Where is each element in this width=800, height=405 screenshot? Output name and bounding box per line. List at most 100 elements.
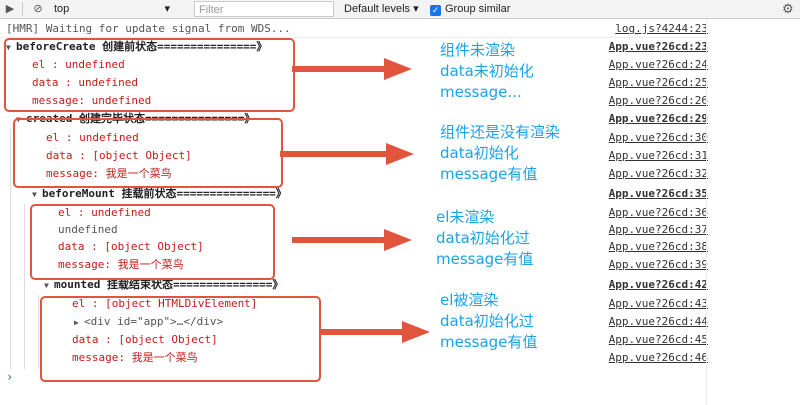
note-line: data初始化过 — [440, 312, 534, 330]
note-mounted: el被渲染 data初始化过 message有值 — [440, 290, 537, 353]
log-text: el : undefined — [58, 206, 151, 219]
sidebar-toggle-icon[interactable]: ▶ — [5, 3, 15, 15]
group-header-mounted[interactable]: ▼mounted 挂载结束状态===============》 App.vue?… — [0, 277, 708, 293]
log-line: message: undefined App.vue?26cd:26 — [0, 93, 708, 109]
note-created: 组件还是没有渲染 data初始化 message有值 — [440, 122, 560, 185]
source-link[interactable]: App.vue?26cd:30 — [608, 131, 708, 144]
log-line: message: 我是一个菜鸟 App.vue?26cd:46 — [0, 350, 708, 366]
log-line: data : [object Object] App.vue?26cd:31 — [0, 148, 708, 164]
log-text: el : undefined — [46, 131, 139, 144]
note-line: 组件还是没有渲染 — [440, 123, 561, 141]
log-text: message: 我是一个菜鸟 — [72, 351, 198, 364]
source-link[interactable]: App.vue?26cd:45 — [608, 333, 708, 346]
log-line: el : [object HTMLDivElement] App.vue?26c… — [0, 296, 708, 312]
source-link[interactable]: App.vue?26cd:46 — [608, 351, 708, 364]
note-line: el未渲染 — [436, 208, 495, 226]
source-link[interactable]: App.vue?26cd:31 — [608, 149, 708, 162]
log-line: ▶ <div id="app">…</div> App.vue?26cd:44 — [0, 314, 708, 330]
log-text: data : [object Object] — [58, 240, 204, 253]
log-line: message: 我是一个菜鸟 App.vue?26cd:39 — [0, 257, 708, 273]
arrow-icon — [320, 321, 430, 343]
expand-triangle-icon[interactable]: ▶ — [74, 318, 79, 327]
log-line: message: 我是一个菜鸟 App.vue?26cd:32 — [0, 166, 708, 182]
source-link[interactable]: App.vue?26cd:29 — [608, 112, 708, 125]
log-text: [HMR] Waiting for update signal from WDS… — [6, 22, 291, 35]
toolbar-divider — [22, 2, 23, 16]
annotation-box-before-mount — [30, 204, 275, 280]
scrollbar-track — [706, 19, 707, 405]
source-link[interactable]: log.js?4244:23 — [615, 22, 708, 35]
filter-input[interactable]: Filter — [194, 1, 334, 17]
source-link[interactable]: App.vue?26cd:26 — [608, 94, 708, 107]
group-guide — [38, 295, 39, 369]
group-similar-checkbox[interactable]: ✓ Group similar — [430, 0, 510, 18]
source-link[interactable]: App.vue?26cd:35 — [608, 187, 708, 200]
log-line: el : undefined App.vue?26cd:30 — [0, 130, 708, 146]
note-line: 组件未渲染 — [440, 41, 516, 59]
expand-triangle-icon: ▼ — [32, 190, 37, 199]
annotation-box-before-create — [4, 38, 295, 112]
log-text: undefined — [58, 223, 118, 236]
dom-node[interactable]: <div id="app">…</div> — [84, 315, 224, 328]
group-header-before-mount[interactable]: ▼ beforeMount 挂载前状态===============》 App.v… — [0, 186, 708, 202]
group-title: beforeMount 挂载前状态===============》 — [42, 187, 287, 200]
context-label: top — [54, 3, 70, 15]
note-before-create: 组件未渲染 data未初始化 message... — [440, 40, 534, 103]
log-text: message: undefined — [32, 94, 152, 107]
annotation-box-created — [13, 118, 283, 188]
source-link[interactable]: App.vue?26cd:24 — [608, 58, 708, 71]
note-line: data未初始化 — [440, 62, 534, 80]
log-line: data : [object Object] App.vue?26cd:38 — [0, 239, 708, 255]
group-header-before-create[interactable]: ▼ beforeCreate 创建前状态===============》 App.… — [0, 39, 708, 55]
note-line: message... — [440, 83, 522, 101]
prompt-chevron-icon[interactable]: › — [6, 370, 14, 384]
arrow-icon — [292, 58, 412, 80]
note-line: message有值 — [440, 165, 538, 183]
context-selector[interactable]: top ▾ — [50, 0, 174, 18]
log-text: data : [object Object] — [46, 149, 192, 162]
log-line: [HMR] Waiting for update signal from WDS… — [0, 21, 708, 38]
note-line: message有值 — [436, 250, 534, 268]
arrow-icon — [280, 143, 414, 165]
group-title: mounted 挂载结束状态===============》 — [54, 278, 284, 291]
source-link[interactable]: App.vue?26cd:39 — [608, 258, 708, 271]
group-title: beforeCreate 创建前状态===============》 — [16, 40, 268, 53]
log-line: el : undefined App.vue?26cd:24 — [0, 57, 708, 73]
log-text: data : [object Object] — [72, 333, 218, 346]
log-text: message: 我是一个菜鸟 — [46, 167, 172, 180]
group-guide — [10, 129, 11, 369]
gear-icon[interactable]: ⚙ — [782, 1, 794, 16]
log-line: undefined App.vue?26cd:37 — [0, 222, 708, 238]
source-link[interactable]: App.vue?26cd:44 — [608, 315, 708, 328]
log-line: data : [object Object] App.vue?26cd:45 — [0, 332, 708, 348]
log-text: el : undefined — [32, 58, 125, 71]
log-text: data : undefined — [32, 76, 138, 89]
expand-triangle-icon: ▼ — [6, 43, 11, 52]
chevron-down-icon: ▾ — [164, 3, 170, 15]
log-line: el : undefined App.vue?26cd:36 — [0, 205, 708, 221]
note-line: el被渲染 — [440, 291, 499, 309]
log-levels-dropdown[interactable]: Default levels ▾ — [344, 3, 419, 15]
note-line: data初始化 — [440, 144, 519, 162]
log-text: el : [object HTMLDivElement] — [72, 297, 258, 310]
note-before-mount: el未渲染 data初始化过 message有值 — [436, 207, 533, 270]
arrow-icon — [292, 229, 412, 251]
source-link[interactable]: App.vue?26cd:25 — [608, 76, 708, 89]
source-link[interactable]: App.vue?26cd:43 — [608, 297, 708, 310]
clear-console-icon[interactable]: ⊘ — [33, 3, 43, 15]
note-line: message有值 — [440, 333, 538, 351]
source-link[interactable]: App.vue?26cd:42 — [608, 278, 708, 291]
source-link[interactable]: App.vue?26cd:38 — [608, 240, 708, 253]
source-link[interactable]: App.vue?26cd:32 — [608, 167, 708, 180]
group-guide — [24, 204, 25, 369]
note-line: data初始化过 — [436, 229, 530, 247]
group-similar-label: Group similar — [445, 3, 511, 15]
source-link[interactable]: App.vue?26cd:36 — [608, 206, 708, 219]
source-link[interactable]: App.vue?26cd:37 — [608, 223, 708, 236]
console-output: [HMR] Waiting for update signal from WDS… — [0, 19, 800, 405]
log-line: data : undefined App.vue?26cd:25 — [0, 75, 708, 91]
checkbox-checked-icon: ✓ — [430, 5, 441, 16]
annotation-box-mounted — [40, 296, 321, 382]
source-link[interactable]: App.vue?26cd:23 — [608, 40, 708, 53]
console-toolbar: ▶ ⊘ top ▾ Filter Default levels ▾ ✓ Group… — [0, 0, 800, 19]
